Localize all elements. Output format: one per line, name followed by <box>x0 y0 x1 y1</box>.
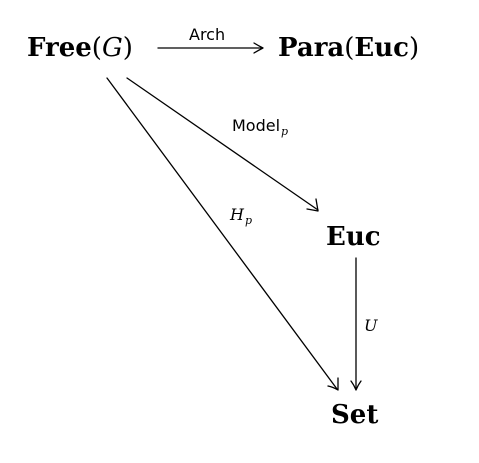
free-variable-g: G <box>101 33 123 63</box>
arrow-model-shaft <box>126 77 319 211</box>
arrow-hp-shaft <box>106 77 338 390</box>
free-open-paren: ( <box>91 33 102 63</box>
para-label: Para <box>278 33 345 63</box>
hp-label-text: H <box>230 205 244 224</box>
hp-label-subscript: p <box>244 214 252 227</box>
model-label-subscript: p <box>281 125 289 138</box>
arrow-label-arch: Arch <box>189 25 225 45</box>
para-euc-label: Euc <box>354 33 409 63</box>
node-free-g: Free(G) <box>27 33 133 63</box>
arrow-hp-head <box>327 377 339 391</box>
free-label: Free <box>27 33 92 63</box>
node-para-euc: Para(Euc) <box>278 33 419 63</box>
arrow-label-hp: Hp <box>230 205 252 227</box>
arch-label-text: Arch <box>189 25 226 44</box>
set-label: Set <box>331 400 379 430</box>
para-open-paren: ( <box>344 33 355 63</box>
model-label-text: Model <box>232 116 281 135</box>
euc-label: Euc <box>326 222 381 252</box>
node-euc: Euc <box>326 222 381 252</box>
u-label-text: U <box>364 316 378 335</box>
arrow-arch-head <box>253 42 264 54</box>
free-close-paren: ) <box>122 33 133 63</box>
arrow-label-model: Modelp <box>232 116 288 138</box>
node-set: Set <box>331 400 378 430</box>
arrow-model-head <box>306 198 319 212</box>
para-close-paren: ) <box>408 33 420 63</box>
arrow-label-u: U <box>364 316 377 336</box>
arrow-u-head <box>350 380 362 391</box>
